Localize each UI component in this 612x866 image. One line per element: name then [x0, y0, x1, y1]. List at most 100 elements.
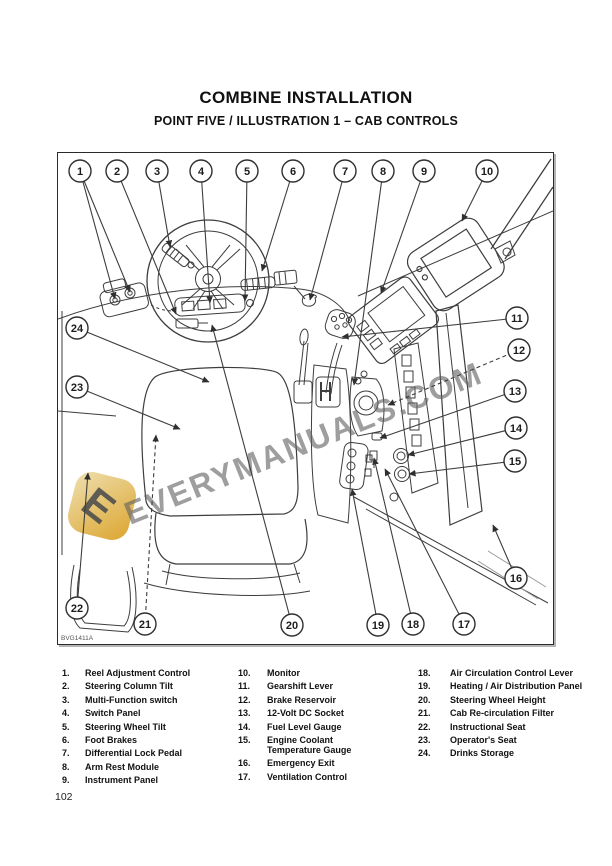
legend-item-number: 15. [238, 734, 251, 745]
callout-19-leader-line [349, 488, 379, 626]
callout-circle-12 [507, 338, 531, 362]
legend-item-number: 19. [418, 681, 431, 692]
callout-circle-8 [371, 159, 395, 183]
callout-17-leader-line [384, 468, 465, 625]
legend-item-23: 23.Operator's Seat [418, 735, 590, 745]
legend-item-number: 18. [418, 668, 431, 678]
legend-item-17: 17. Ventilation Control [238, 772, 370, 782]
callout-number-3: 3 [154, 166, 160, 178]
callout-11-leader-line [341, 317, 518, 340]
legend-item-number: 11. [238, 681, 251, 692]
legend-item-label: 12-Volt DC Socket [267, 708, 344, 719]
legend-item-label: Gearshift Lever [267, 681, 334, 692]
cab-controls-illustration: E EVERYMANUALS.COM BVG1411A 123456789101… [58, 158, 553, 642]
callout-8-leader-line [351, 170, 384, 386]
legend-item-1: 1. Reel Adjustment Control [62, 668, 238, 678]
callout-20-leader-line [210, 324, 293, 626]
legend-item-label: Cab Re-circulation Filter [450, 708, 555, 719]
legend-item-number: 7. [62, 748, 70, 759]
callout-number-17: 17 [458, 619, 470, 631]
legend-item-13: 13.12-Volt DC Socket [238, 708, 370, 718]
legend-item-label: Switch Panel [85, 708, 141, 719]
legend-item-number: 21. [418, 708, 431, 719]
callout-number-12: 12 [513, 345, 525, 357]
legend-item-number: 20. [418, 694, 431, 705]
legend-item-24: 24. Drinks Storage [418, 748, 590, 758]
legend-item-label: Foot Brakes [85, 734, 138, 745]
callout-number-16: 16 [510, 573, 522, 585]
page-number: 102 [55, 791, 73, 803]
legend-item-label: Multi-Function switch [85, 694, 178, 705]
legend-item-label: Ventilation Control [267, 771, 347, 782]
legend-item-number: 12. [238, 694, 251, 705]
callout-12-leader-line [387, 349, 520, 406]
callout-7-leader-line [308, 170, 346, 301]
legend-item-number: 6. [62, 734, 70, 745]
callout-number-24: 24 [71, 323, 84, 335]
legend-item-number: 24. [418, 748, 431, 759]
legend-item-label: Reel Adjustment Control [85, 668, 191, 678]
legend-item-3: 3. Multi-Function switch [62, 695, 238, 705]
legend-item-4: 4.Switch Panel [62, 708, 238, 718]
legend-item-label: Emergency Exit [267, 758, 335, 769]
legend-item-2: 2.Steering Column Tilt [62, 681, 238, 691]
callout-number-2: 2 [114, 166, 120, 178]
callout-circle-13 [503, 379, 527, 403]
legend-item-number: 14. [238, 721, 251, 732]
legend-item-label: Steering Wheel Tilt [85, 721, 166, 732]
callout-number-10: 10 [481, 166, 493, 178]
callout-number-15: 15 [509, 456, 521, 468]
legend-item-number: 10. [238, 668, 251, 678]
callout-circle-21 [133, 612, 157, 636]
callout-number-6: 6 [290, 166, 296, 178]
legend-item-8: 8.Arm Rest Module [62, 762, 238, 772]
callout-3-leader-line [156, 170, 173, 248]
legend-item-15: 15.Engine Coolant Temperature Gauge [238, 735, 370, 755]
callout-number-9: 9 [421, 166, 427, 178]
legend-item-14: 14.Fuel Level Gauge [238, 722, 370, 732]
callout-number-14: 14 [510, 423, 523, 435]
legend-item-10: 10.Monitor [238, 668, 370, 678]
callout-1-leader-line [79, 170, 117, 300]
callout-circle-19 [366, 613, 390, 637]
legend-item-number: 3. [62, 694, 70, 705]
callout-circle-7 [333, 159, 357, 183]
callout-number-13: 13 [509, 386, 521, 398]
legend-item-6: 6. Foot Brakes [62, 735, 238, 745]
legend-item-label: Brake Reservoir [267, 694, 337, 705]
callout-1-leader-line [79, 170, 131, 293]
callout-number-4: 4 [198, 166, 205, 178]
legend-item-number: 1. [62, 668, 70, 678]
legend-item-number: 2. [62, 681, 70, 692]
callout-number-18: 18 [407, 619, 419, 631]
callout-21-leader-line [144, 434, 159, 625]
callout-circle-11 [505, 306, 529, 330]
callout-number-5: 5 [244, 166, 250, 178]
page-title: COMBINE INSTALLATION [199, 88, 413, 107]
callout-circle-20 [280, 613, 304, 637]
callout-23-leader-line [76, 386, 181, 430]
legend-item-22: 22.Instructional Seat [418, 722, 590, 732]
callout-circle-23 [65, 375, 89, 399]
callout-circle-22 [65, 596, 89, 620]
legend-item-label: Operator's Seat [450, 734, 517, 745]
legend-item-label: Drinks Storage [450, 748, 515, 759]
legend-item-label: Heating / Air Distribution Panel [450, 681, 583, 692]
legend-item-21: 21. Cab Re-circulation Filter [418, 708, 590, 718]
callout-circle-9 [412, 159, 436, 183]
legend-item-number: 17. [238, 771, 251, 782]
callout-4-leader-line [200, 170, 213, 304]
legend-item-7: 7.Differential Lock Pedal [62, 748, 238, 758]
callout-circle-2 [105, 159, 129, 183]
legend-column-2: 10.Monitor 11. Gearshift Lever 12. Brake Res… [238, 668, 370, 785]
callout-circle-24 [65, 316, 89, 340]
watermark-logo [68, 472, 136, 540]
callout-circle-14 [504, 416, 528, 440]
callout-22-leader-line [76, 472, 91, 609]
callout-18-leader-line [372, 457, 414, 625]
legend-item-number: 5. [62, 721, 70, 732]
legend-column-1: 1. Reel Adjustment Control 2.Steering Colu… [62, 668, 238, 789]
legend-item-16: 16.Emergency Exit [238, 758, 370, 768]
